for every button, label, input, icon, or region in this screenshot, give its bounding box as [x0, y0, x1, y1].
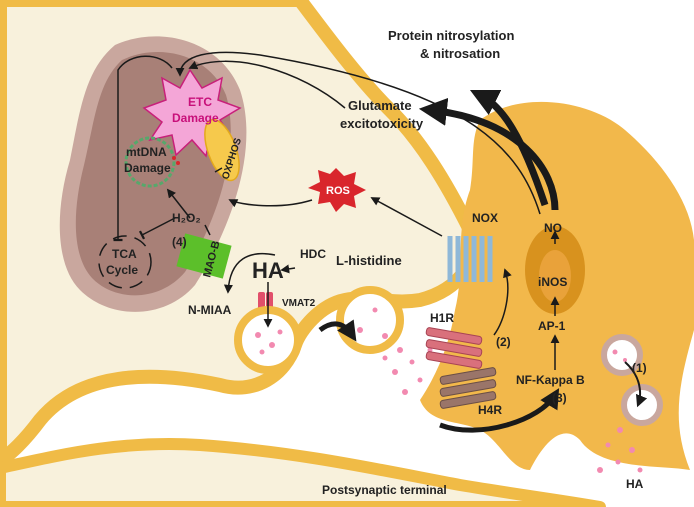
microglia-vesicle-top — [601, 334, 643, 376]
label-glutamate: Glutamate — [348, 98, 412, 113]
label-mtdna: mtDNA — [126, 145, 167, 159]
label-tca: TCA — [112, 247, 137, 261]
tca-cycle-ring — [98, 235, 152, 289]
label-ap1: AP-1 — [538, 319, 566, 333]
label-step4: (4) — [172, 235, 187, 249]
label-etc: ETC — [188, 95, 212, 109]
label-protein: Protein nitrosylation — [388, 28, 514, 43]
nox-receptor — [447, 236, 493, 282]
mtdna-circle — [124, 136, 176, 188]
label-ha-release: HA — [626, 477, 644, 491]
label-inos: iNOS — [538, 275, 567, 289]
label-postsynaptic: Postsynaptic terminal — [322, 483, 447, 497]
label-nfkb: NF-Kappa B — [516, 373, 585, 387]
label-etc2: Damage — [172, 111, 219, 125]
microglia-vesicle-bottom — [621, 384, 663, 426]
label-no: NO — [544, 221, 562, 235]
pathway-arrows — [113, 51, 648, 433]
ros-star — [308, 168, 366, 212]
label-h2o2: H₂O₂ — [172, 211, 201, 225]
label-step2: (2) — [496, 335, 511, 349]
label-protein2: & nitrosation — [420, 46, 500, 61]
vesicle-release — [336, 286, 404, 354]
label-glutamate2: excitotoxicity — [340, 116, 424, 131]
label-vmat2: VMAT2 — [282, 298, 316, 309]
label-mtdna2: Damage — [124, 161, 171, 175]
label-ros: ROS — [326, 185, 350, 197]
h1r-receptor — [425, 327, 483, 369]
label-tca2: Cycle — [106, 263, 138, 277]
label-h4r: H4R — [478, 403, 502, 417]
label-h1r: H1R — [430, 311, 454, 325]
label-step3: (3) — [552, 391, 567, 405]
label-nox: NOX — [472, 211, 498, 225]
maob-box — [176, 233, 232, 279]
postsynaptic-terminal — [0, 438, 606, 507]
oxphos-ellipse — [204, 118, 240, 182]
label-nmiaa: N-MIAA — [188, 303, 232, 317]
histamine-dots — [255, 307, 643, 473]
mtdna-dot — [176, 161, 180, 165]
h4r-receptor — [439, 367, 497, 409]
mtdna-dot — [172, 156, 176, 160]
label-lhistidine: L-histidine — [336, 253, 402, 268]
inos-inner — [539, 250, 571, 302]
label-ha-main: HA — [252, 258, 284, 283]
label-step1: (1) — [632, 361, 647, 375]
label-hdc: HDC — [300, 247, 326, 261]
